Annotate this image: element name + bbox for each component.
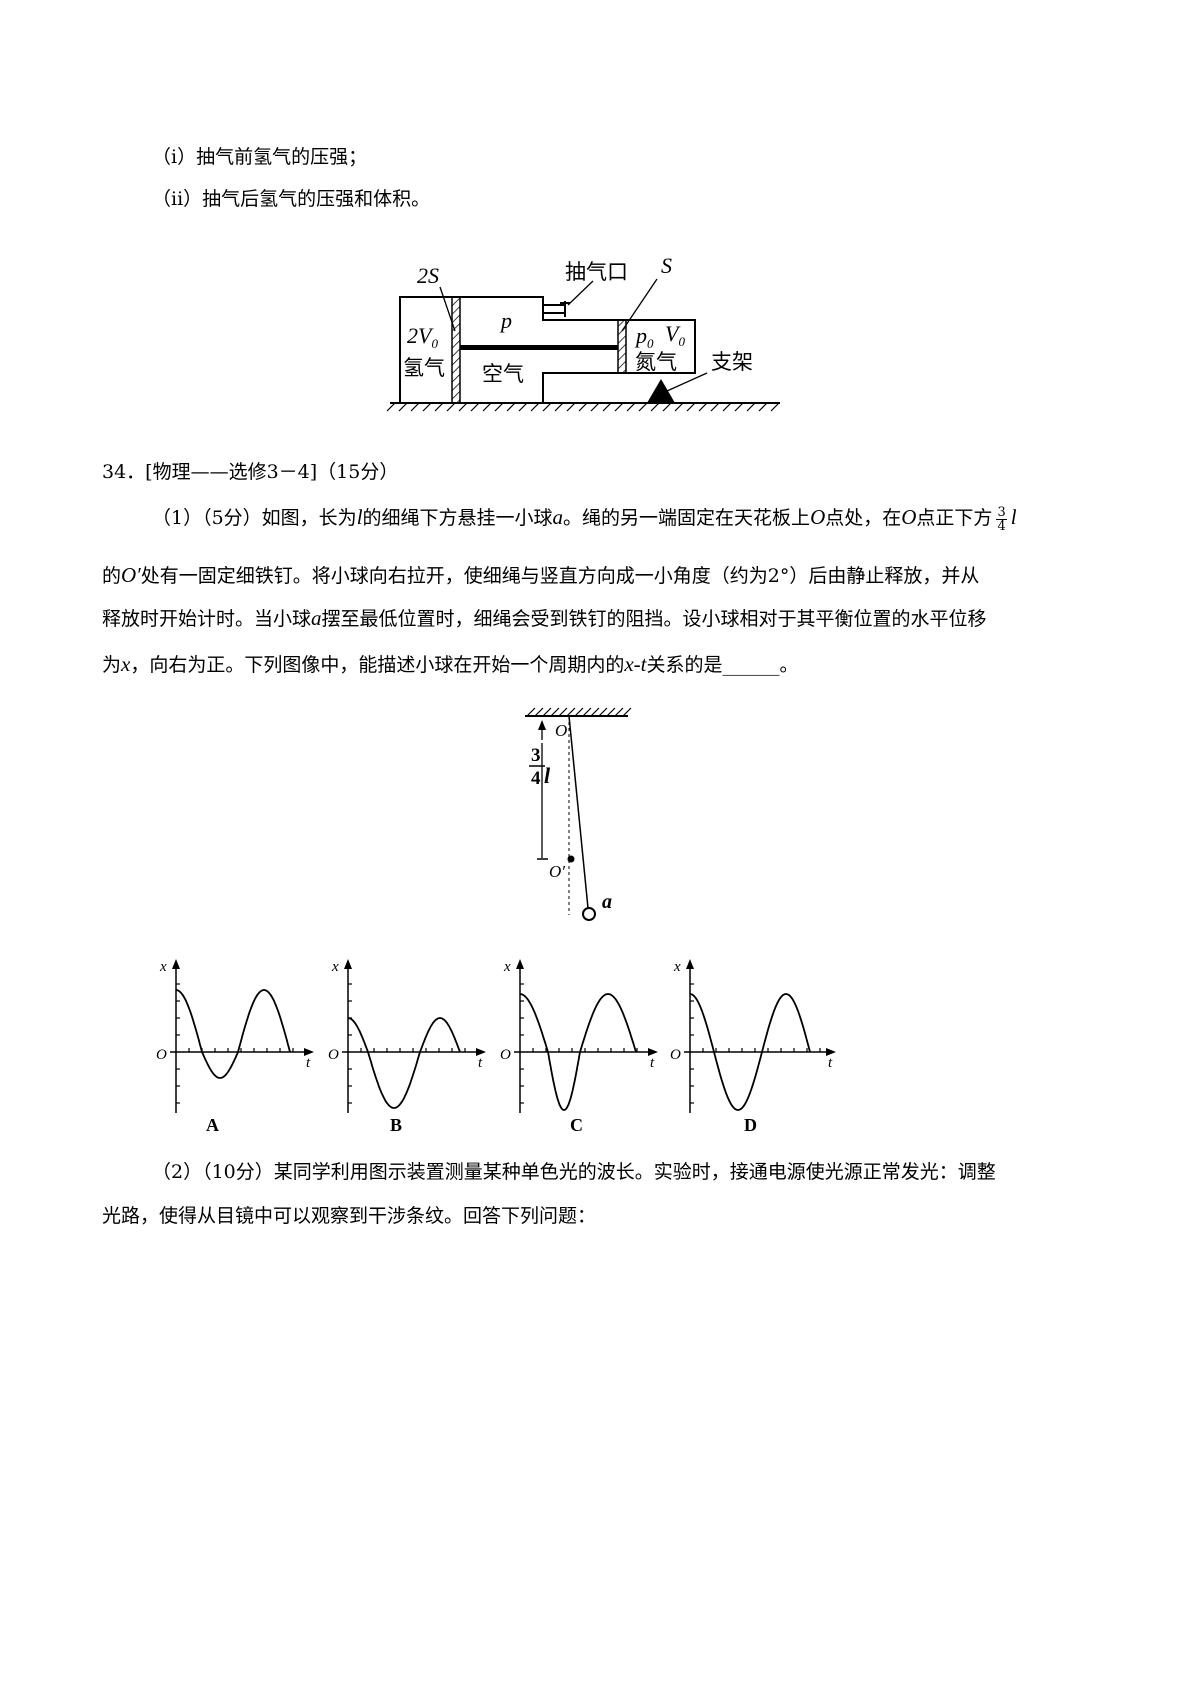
- label-x: x: [331, 959, 339, 975]
- graph-axes: [684, 963, 832, 1113]
- graph-axes: [514, 963, 654, 1113]
- curve: [347, 1017, 461, 1109]
- label-x: x: [673, 959, 681, 975]
- graph-option-D[interactable]: x O t D: [664, 955, 844, 1135]
- left-piston: [451, 296, 461, 404]
- label-hydrogen: 氢气: [403, 356, 445, 380]
- pendulum-figure: O 3 4 l O′ a: [525, 707, 632, 921]
- option-label-C: C: [570, 1115, 583, 1135]
- pump-valve: [543, 301, 570, 317]
- ground-hatch: [386, 402, 780, 412]
- nail-point: [567, 855, 575, 863]
- label-p: p: [499, 308, 512, 333]
- option-label-A: A: [206, 1115, 219, 1135]
- label-origin: O: [328, 1047, 339, 1063]
- label-t: t: [306, 1055, 311, 1071]
- label-S: S: [661, 253, 672, 278]
- label-2V0: 2V0: [407, 323, 438, 351]
- graph-axes: [170, 963, 310, 1113]
- label-O-prime: O′: [549, 862, 565, 881]
- option-label-B: B: [390, 1115, 402, 1135]
- cylinder-figure: 2S 抽气口 S 2V0 氢气 p 空气 p0 V0 氮气 支架: [386, 253, 780, 412]
- label-O: O: [555, 721, 567, 740]
- label-t: t: [478, 1055, 483, 1071]
- curve: [175, 989, 291, 1079]
- graph-option-C[interactable]: x O t C: [494, 955, 664, 1135]
- piston-rod: [460, 345, 618, 350]
- q34-part2-line2: 光路，使得从目镜中可以观察到干涉条纹。回答下列问题：: [102, 1205, 597, 1227]
- label-frac-den: 4: [531, 768, 541, 789]
- label-l: l: [544, 763, 551, 788]
- label-p0: p0: [634, 323, 654, 351]
- curve: [519, 993, 637, 1111]
- curve: [689, 993, 811, 1111]
- label-pump-port: 抽气口: [565, 260, 628, 284]
- label-origin: O: [156, 1047, 167, 1063]
- ceiling-hatch: [526, 707, 632, 717]
- graph-option-B[interactable]: x O t B: [322, 955, 492, 1135]
- label-frac-num: 3: [531, 745, 541, 766]
- pendulum-bob: [582, 907, 596, 921]
- label-a: a: [602, 891, 612, 913]
- label-x: x: [503, 959, 511, 975]
- label-t: t: [828, 1055, 833, 1071]
- pendulum-string: [568, 715, 589, 909]
- label-nitrogen: 氮气: [635, 350, 677, 374]
- label-V0: V0: [665, 321, 685, 349]
- label-support: 支架: [711, 350, 753, 374]
- q33-sub-i: （i）抽气前氢气的压强；: [152, 146, 368, 168]
- support-triangle: [647, 379, 675, 403]
- q34-heading: 34．[物理——选修3－4]（15分）: [102, 461, 399, 483]
- label-2S: 2S: [417, 263, 439, 288]
- graph-axes: [342, 963, 482, 1113]
- label-t: t: [650, 1055, 655, 1071]
- option-label-D: D: [744, 1115, 757, 1135]
- q34-part1-line3: 释放时开始计时。当小球a摆至最低位置时，细绳会受到铁钉的阻挡。设小球相对于其平衡…: [102, 606, 987, 630]
- q33-sub-ii: （ii）抽气后氢气的压强和体积。: [152, 188, 431, 210]
- q34-part1-line1: （1）（5分）如图，长为l的细绳下方悬挂一小球a。绳的另一端固定在天花板上O点处…: [152, 504, 1017, 534]
- label-origin: O: [670, 1047, 681, 1063]
- graph-option-A[interactable]: x O t A: [150, 955, 320, 1135]
- q34-part1-line4: 为x，向右为正。下列图像中，能描述小球在开始一个周期内的x-t关系的是_____…: [102, 652, 799, 676]
- label-origin: O: [500, 1047, 511, 1063]
- q34-part1-line2: 的O′处有一固定细铁钉。将小球向右拉开，使细绳与竖直方向成一小角度（约为2°）后…: [102, 563, 980, 587]
- q34-part2-line1: （2）（10分）某同学利用图示装置测量某种单色光的波长。实验时，接通电源使光源正…: [152, 1161, 996, 1183]
- label-x: x: [159, 959, 167, 975]
- label-air: 空气: [482, 362, 524, 386]
